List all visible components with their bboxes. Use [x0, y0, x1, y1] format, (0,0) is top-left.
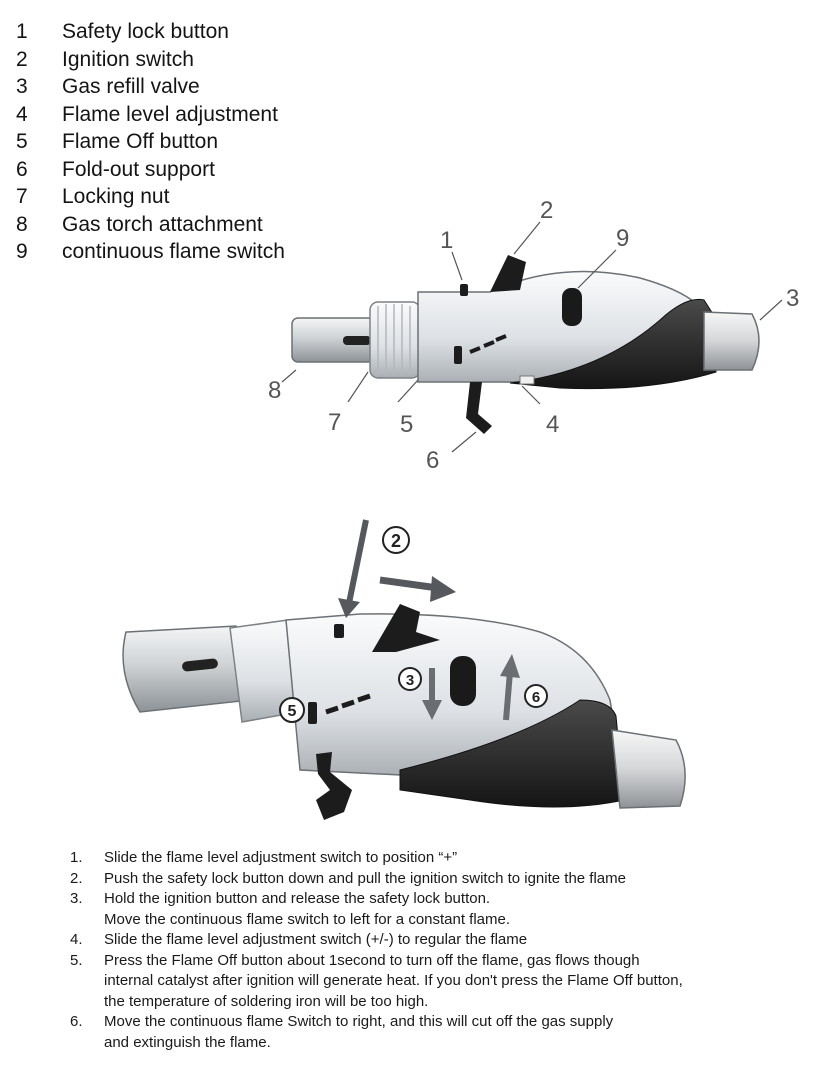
- arrow-switch-right: [503, 671, 513, 721]
- safety-lock: [460, 284, 468, 296]
- step-text: Press the Flame Off button about 1second…: [104, 951, 640, 969]
- part-row: 5 Flame Off button: [16, 128, 346, 156]
- step-text: Move the continuous flame switch to left…: [104, 910, 511, 928]
- torch-top: [281, 221, 783, 453]
- part-number: 9: [16, 240, 28, 263]
- gas-valve-cap: [611, 729, 686, 809]
- instructions: 1. Slide the flame level adjustment swit…: [70, 848, 800, 1053]
- callout-8: 8: [268, 377, 281, 404]
- callout-bottom-3: 3: [406, 672, 414, 689]
- step-number: 4.: [70, 931, 83, 948]
- callout-circle-6: [524, 684, 548, 708]
- callout-circle-3: [398, 667, 422, 691]
- step-item: 3. Hold the ignition button and release …: [70, 889, 800, 930]
- callout-6: 6: [426, 447, 439, 474]
- part-row: 8 Gas torch attachment: [16, 211, 346, 239]
- fold-out-support: [466, 382, 492, 434]
- arrow-down-lock: [345, 519, 369, 609]
- callout-circle-5: [279, 697, 305, 723]
- part-label: Safety lock button: [62, 20, 229, 43]
- leader-lines: [281, 221, 783, 453]
- continuous-switch: [562, 288, 582, 326]
- part-row: 3 Gas refill valve: [16, 73, 346, 101]
- part-label: Locking nut: [62, 185, 170, 208]
- continuous-switch: [450, 656, 476, 706]
- part-number: 7: [16, 185, 28, 208]
- safety-lock: [334, 624, 344, 638]
- flame-level-dashes: [325, 693, 371, 715]
- step-number: 6.: [70, 1013, 83, 1030]
- callout-circle-2: [382, 526, 410, 554]
- step-item: 1. Slide the flame level adjustment swit…: [70, 848, 800, 869]
- step-text: Slide the flame level adjustment switch …: [104, 849, 458, 866]
- callout-9: 9: [616, 225, 629, 252]
- step-text: internal catalyst after ignition will ge…: [104, 972, 683, 989]
- part-row: 9 continuous flame switch: [16, 238, 346, 266]
- flame-off-button: [308, 702, 317, 724]
- flame-off-button: [454, 346, 462, 364]
- step-text: and extinguish the flame.: [104, 1033, 271, 1051]
- part-label: Gas torch attachment: [62, 212, 263, 236]
- step-number: 2.: [70, 869, 83, 887]
- callout-bottom-2: 2: [391, 531, 401, 551]
- callout-2: 2: [540, 197, 553, 224]
- step-text: Slide the flame level adjustment switch …: [104, 931, 528, 948]
- fold-out-support: [316, 752, 352, 820]
- callout-4: 4: [546, 411, 559, 438]
- arrow-switch-right-head: [500, 654, 520, 678]
- part-label: continuous flame switch: [62, 240, 285, 263]
- ignition-trigger: [490, 255, 526, 292]
- grip-dark: [509, 298, 719, 390]
- callout-3: 3: [786, 285, 799, 312]
- part-row: 6 Fold-out support: [16, 156, 346, 184]
- callout-5: 5: [400, 411, 413, 438]
- part-number: 8: [16, 212, 28, 236]
- step-text: Hold the ignition button and release the…: [104, 890, 491, 907]
- part-label: Flame level adjustment: [62, 102, 278, 126]
- part-row: 4 Flame level adjustment: [16, 101, 346, 129]
- part-number: 6: [16, 157, 28, 181]
- step-item: 5. Press the Flame Off button about 1sec…: [70, 951, 800, 1013]
- part-row: 2 Ignition switch: [16, 46, 346, 74]
- adjust-slider: [519, 375, 535, 385]
- nut-ridges: [377, 304, 411, 376]
- step-text: Push the safety lock button down and pul…: [104, 869, 626, 887]
- step-number: 3.: [70, 890, 83, 907]
- step-item: 2. Push the safety lock button down and …: [70, 869, 800, 890]
- flame-level-dashes: [469, 334, 507, 354]
- arrow-pull-trigger-head: [430, 576, 456, 602]
- step-text: the temperature of soldering iron will b…: [104, 992, 429, 1010]
- part-number: 1: [16, 20, 28, 43]
- tip-slot: [182, 658, 218, 672]
- step-text: Move the continuous flame Switch to righ…: [104, 1013, 614, 1030]
- callout-bottom-6: 6: [532, 689, 540, 706]
- step-number: 1.: [70, 849, 83, 866]
- part-number: 4: [16, 102, 28, 126]
- part-label: Gas refill valve: [62, 75, 200, 98]
- part-label: Flame Off button: [62, 130, 219, 153]
- callout-1: 1: [440, 227, 453, 254]
- part-row: 7 Locking nut: [16, 183, 346, 211]
- part-label: Fold-out support: [62, 157, 215, 181]
- torch-bottom: [122, 519, 686, 820]
- arrow-pull-trigger: [379, 576, 439, 592]
- part-number: 3: [16, 75, 28, 98]
- step-item: 6. Move the continuous flame Switch to r…: [70, 1012, 800, 1053]
- step-number: 5.: [70, 951, 83, 969]
- tip-slot: [343, 336, 371, 345]
- part-number: 2: [16, 47, 28, 71]
- callout-7: 7: [328, 409, 341, 436]
- gas-valve-cap: [703, 311, 760, 371]
- arrow-down-lock-head: [338, 598, 360, 618]
- step-item: 4. Slide the flame level adjustment swit…: [70, 930, 800, 951]
- arrow-switch-left-head: [422, 700, 442, 720]
- part-row: 1 Safety lock button: [16, 18, 346, 46]
- callout-bottom-5: 5: [288, 703, 297, 720]
- part-number: 5: [16, 130, 28, 153]
- grip-dark: [399, 699, 625, 808]
- ignition-trigger: [372, 604, 440, 652]
- part-label: Ignition switch: [62, 47, 194, 71]
